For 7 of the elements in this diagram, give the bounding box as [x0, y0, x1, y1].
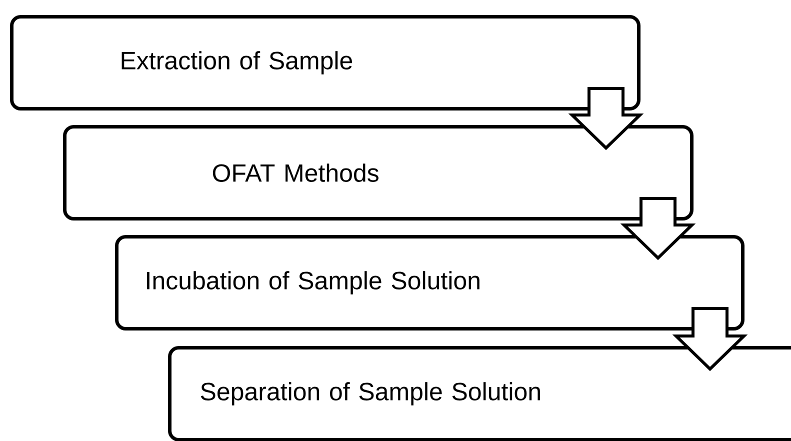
step-box: Separation of Sample Solution: [168, 346, 791, 441]
step-box: Incubation of Sample Solution: [115, 235, 745, 330]
step-box: OFAT Methods: [63, 125, 694, 220]
step-box: Extraction of Sample: [10, 15, 640, 110]
block-arrow: [620, 197, 696, 260]
block-arrow: [568, 87, 644, 150]
block-arrow: [672, 307, 748, 372]
